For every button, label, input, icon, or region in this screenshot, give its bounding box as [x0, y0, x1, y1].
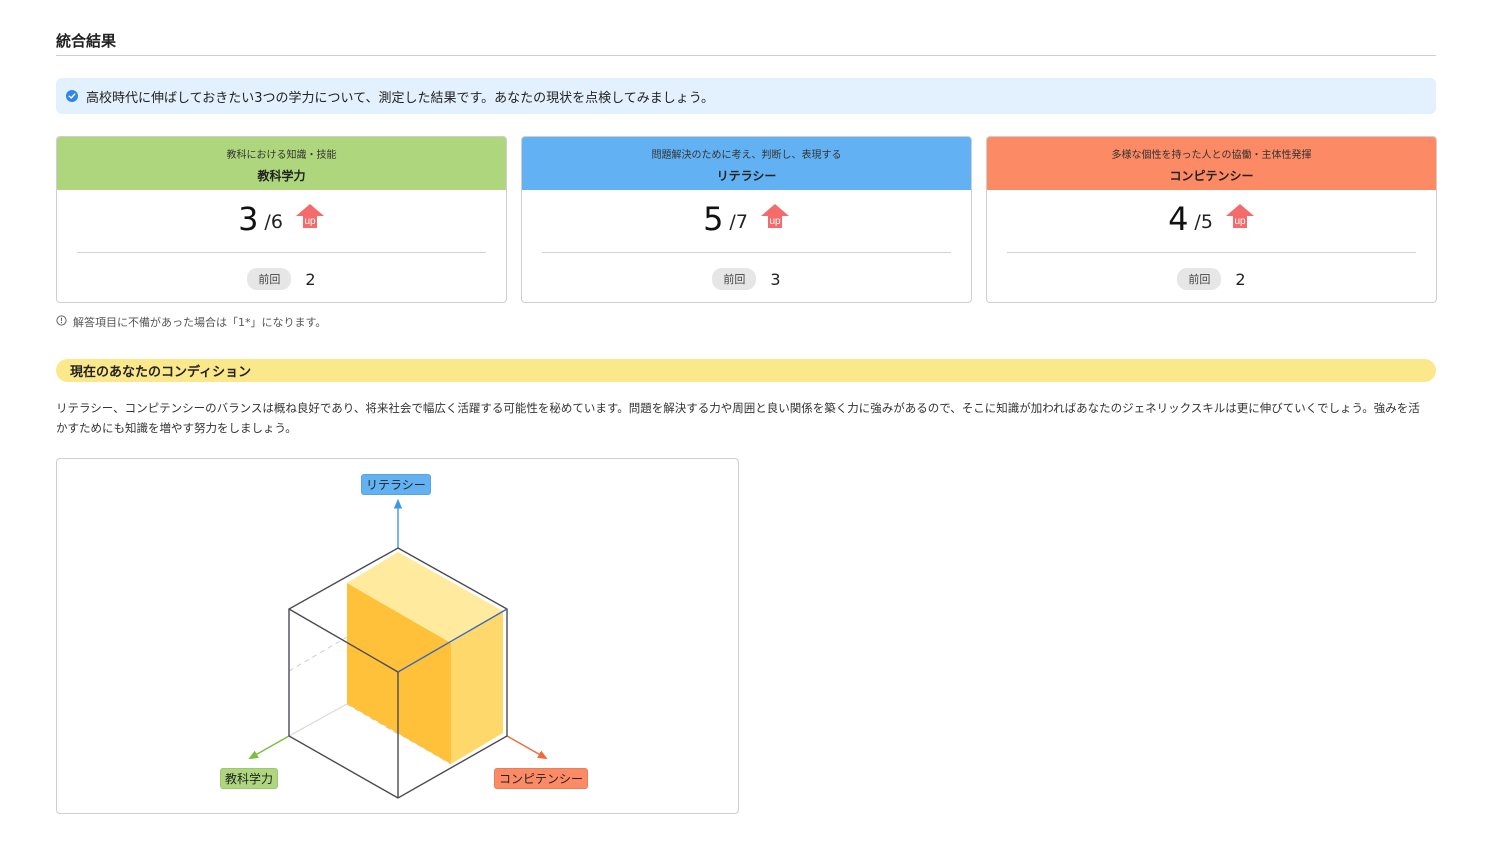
page-title: 統合結果 [56, 32, 117, 50]
axis-label-kyoka: 教科学力 [220, 768, 279, 789]
card-divider [542, 252, 951, 253]
score-box-right-face [451, 611, 503, 764]
card-subtitle: 問題解決のために考え、判断し、表現する [651, 149, 842, 161]
score-row: 4 /5 up [987, 199, 1436, 239]
axis-label-literacy: リテラシー [361, 474, 431, 495]
previous-value: 2 [305, 269, 316, 289]
card-name: リテラシー [716, 168, 777, 183]
card-header: 教科における知識・技能 教科学力 [57, 137, 506, 190]
score-box-left-face [347, 583, 451, 764]
score-value: 4 [1168, 200, 1189, 238]
previous-value: 3 [770, 269, 781, 289]
title-divider [56, 55, 1436, 56]
card-subtitle: 教科における知識・技能 [226, 149, 337, 161]
card-divider [1007, 252, 1416, 253]
score-box-top-face [347, 552, 503, 643]
condition-text: リテラシー、コンピテンシーのバランスは概ね良好であり、将来社会で幅広く活躍する可… [56, 401, 1420, 435]
competency-axis [506, 735, 548, 760]
card-name: コンピテンシー [1169, 168, 1254, 183]
score-cards: 教科における知識・技能 教科学力 3 /6 up 前回 2 問題解決のために考え… [56, 136, 1437, 303]
svg-text:up: up [769, 216, 781, 227]
check-circle-icon [66, 90, 78, 102]
axis-label-competency: コンピテンシー [494, 768, 589, 789]
card-subtitle: 多様な個性を持った人との協働・主体性発揮 [1111, 149, 1312, 161]
score-value: 3 [238, 200, 259, 238]
note: 解答項目に不備があった場合は「1*」になります。 [56, 314, 326, 330]
condition-header: 現在のあなたのコンディション [56, 359, 1436, 382]
card-divider [77, 252, 486, 253]
previous-badge: 前回 [712, 268, 757, 290]
info-banner: 高校時代に伸ばしておきたい3つの学力について、測定した結果です。あなたの現状を点… [56, 78, 1436, 114]
cube-hidden-edge [288, 636, 348, 672]
up-arrow-icon: up [295, 203, 325, 233]
card-header: 問題解決のために考え、判断し、表現する リテラシー [522, 137, 971, 190]
condition-title: 現在のあなたのコンディション [70, 365, 252, 380]
previous-badge: 前回 [1177, 268, 1222, 290]
score-card-literacy: 問題解決のために考え、判断し、表現する リテラシー 5 /7 up 前回 3 [521, 136, 972, 303]
card-name: 教科学力 [257, 168, 306, 183]
cube-hidden-edge [288, 703, 348, 737]
cube-chart-svg [248, 498, 548, 799]
info-circle-icon [56, 315, 67, 329]
previous-row: 前回 2 [57, 268, 506, 290]
cube-edge [288, 608, 399, 673]
score-total: /5 [1194, 211, 1213, 233]
score-card-kyoka: 教科における知識・技能 教科学力 3 /6 up 前回 2 [56, 136, 507, 303]
up-arrow-icon: up [760, 203, 790, 233]
previous-row: 前回 2 [987, 268, 1436, 290]
up-arrow-icon: up [1225, 203, 1255, 233]
score-total: /7 [729, 211, 748, 233]
svg-text:up: up [1234, 216, 1246, 227]
cube-chart: リテラシー 教科学力 コンピテンシー [56, 458, 739, 814]
svg-text:up: up [304, 216, 316, 227]
note-text: 解答項目に不備があった場合は「1*」になります。 [73, 316, 327, 329]
score-value: 5 [703, 200, 724, 238]
score-total: /6 [264, 211, 283, 233]
info-banner-text: 高校時代に伸ばしておきたい3つの学力について、測定した結果です。あなたの現状を点… [86, 90, 714, 106]
score-row: 5 /7 up [522, 199, 971, 239]
kyoka-axis [248, 735, 290, 760]
previous-badge: 前回 [247, 268, 292, 290]
cube-edge [397, 608, 508, 673]
score-card-competency: 多様な個性を持った人との協働・主体性発揮 コンピテンシー 4 /5 up 前回 … [986, 136, 1437, 303]
card-header: 多様な個性を持った人との協働・主体性発揮 コンピテンシー [987, 137, 1436, 190]
score-row: 3 /6 up [57, 199, 506, 239]
previous-value: 2 [1235, 269, 1246, 289]
previous-row: 前回 3 [522, 268, 971, 290]
